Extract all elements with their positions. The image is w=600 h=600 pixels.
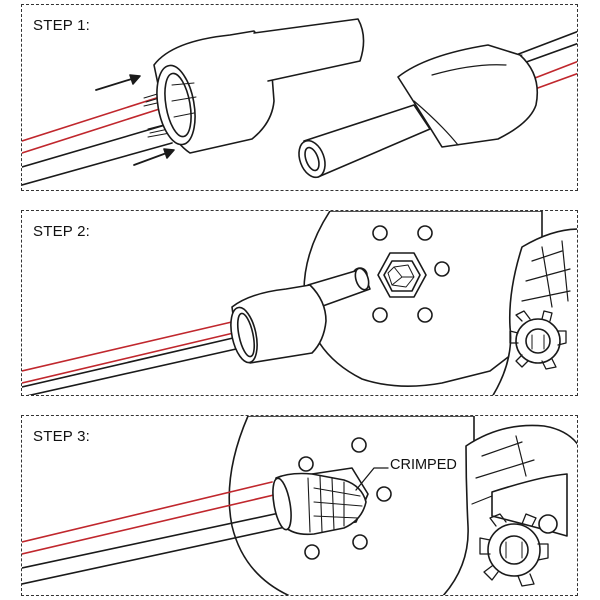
red-wire-top xyxy=(22,92,173,142)
die-hole xyxy=(376,486,392,502)
black-wire-bottom xyxy=(22,142,173,186)
step-2-panel: STEP 2: xyxy=(21,210,578,396)
step-3-illustration xyxy=(22,416,577,595)
ferrule-left-tube xyxy=(253,18,365,82)
die-hole xyxy=(417,225,433,241)
right-wire-black-1 xyxy=(515,30,577,66)
step-1-label: STEP 1: xyxy=(33,17,90,34)
black-wire xyxy=(22,334,255,395)
die-hole xyxy=(304,544,320,560)
die-hole xyxy=(417,307,433,323)
die-hole xyxy=(352,534,368,550)
die-hole xyxy=(298,456,314,472)
step-3-panel: STEP 3: CRIMPED xyxy=(21,415,578,596)
red-wire xyxy=(22,320,243,384)
arrow-lower-head xyxy=(163,148,175,159)
red-wire-bottom xyxy=(22,104,173,154)
step-1-illustration xyxy=(22,18,577,186)
crimp-die-disc xyxy=(303,211,543,387)
crimped-callout: CRIMPED xyxy=(390,457,457,473)
step-2-illustration xyxy=(22,211,577,395)
black-wire xyxy=(22,511,291,585)
die-hole xyxy=(372,225,388,241)
die-hole xyxy=(434,261,450,277)
black-wire-top xyxy=(22,122,173,168)
ferrule-left-mouth xyxy=(156,64,196,146)
red-wire xyxy=(22,481,279,555)
callout-leader xyxy=(355,467,389,491)
step-3-label: STEP 3: xyxy=(33,428,90,445)
ferrule-right-body xyxy=(397,44,539,148)
pivot-pin xyxy=(538,514,558,534)
arrow-upper-head xyxy=(129,74,141,85)
die-hole xyxy=(372,307,388,323)
step-2-label: STEP 2: xyxy=(33,223,90,240)
step-1-panel: STEP 1: xyxy=(21,4,578,191)
die-hole xyxy=(351,437,367,453)
